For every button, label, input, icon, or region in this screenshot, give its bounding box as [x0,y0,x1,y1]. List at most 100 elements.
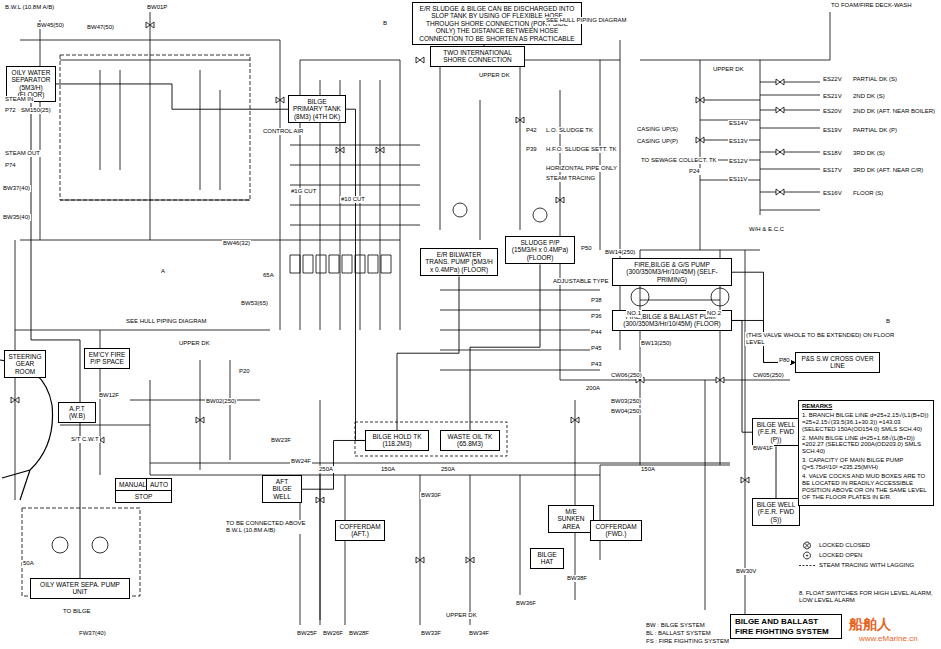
cofferdam-box: COFFERDAM (AFT.) [335,520,385,541]
node-heading: EM'CY FIRE P/P SPACE [88,351,126,366]
node-heading: OILY WATER SEPA. PUMP UNIT [34,581,126,596]
pipe-label: HORIZONTAL PIPE ONLY [545,165,618,172]
tank-box: A.P.T (W.B) [58,402,96,423]
pipe-label: 65A [262,272,275,279]
pipe-connector [31,102,80,578]
pipe-label: BW30F [420,492,442,499]
pipe-label: ES12V [728,158,749,165]
separator-outline [60,55,250,200]
pipe-label: 2ND DK (AFT. NEAR BOILER) [852,108,938,115]
pipe-label: B [382,20,388,27]
pipe-label: P72 [4,107,17,114]
pump-symbol [52,537,68,553]
node-heading: FIRE,BILGE & G/S PUMP (300/350M3/Hr/10/4… [616,261,728,283]
pipe-label: NO.2 [706,310,722,317]
legend-sample-shape [804,542,811,549]
node-heading: TWO INTERNATIONAL SHORE CONNECTION [434,49,521,64]
valve-symbols [11,22,784,563]
pipe-label: BL : BALLAST SYSTEM [645,630,712,637]
pipe-connector [346,109,365,440]
pipe-label: ES22V [822,76,843,83]
diagram-title: BILGE AND BALLAST FIRE FIGHTING SYSTEM [735,617,837,636]
pipe-label: 8. FLOAT SWITCHES FOR HIGH LEVEL ALARM, … [798,590,936,604]
legend-row: LOCKED CLOSED [798,540,934,550]
pipe-label: 150A [380,466,396,473]
pipe-connector [56,84,288,109]
pipe-label: BW35(40) [2,214,31,221]
pump-symbol [533,208,547,222]
pipe-label: P74 [4,162,17,169]
legend-text: STEAM TRACING WITH LAGGING [819,562,914,569]
node-text: 2. MAIN BILGE LINE d=25+1.68√(L(B+D)) =2… [802,435,930,456]
pipe-label: BW53(65) [240,300,269,307]
pipe-label: BW46(32) [222,240,251,247]
room-box: STEERING GEAR ROOM [4,350,46,378]
pipe-label: #1G CUT [290,188,317,195]
pipe-label: CASING UP(P) [636,138,679,145]
pump-box: E/R BILWATER TRANS. PUMP (5M3/H x 0.4MPa… [420,248,498,276]
pipe-connector [776,446,777,498]
node-heading: BILGE HOLD TK (118.2M3) [369,433,425,448]
pipe-label: BW14(250) [604,249,636,256]
node-heading: OILY WATER SEPARATOR (5M3/H) (FLOOR) [10,69,52,99]
pipe-label: UPPER DK [178,340,211,347]
node-text: 1. BRANCH BILGE LINE d=25+2.15√(L1(B+D))… [802,412,930,433]
pipe-label: 3RD DK (AFT. NEAR C/R) [852,167,938,174]
pipe-label: CONTROL AIR [262,128,304,135]
node-heading: E/R BILWATER TRANS. PUMP (5M3/H x 0.4MPa… [424,251,494,273]
pipe-label: BW25F [296,630,318,637]
pump-symbol [711,288,729,306]
node-heading: REMARKS [802,403,930,410]
pipe-label: ES19V [822,127,843,134]
pipe-label: BW36F [515,600,537,607]
hull-outline [0,360,53,500]
pipe-label: P39 [525,146,538,153]
tank-box: BILGE HOLD TK (118.2M3) [365,430,429,451]
cofferdam-box: COFFERDAM (FWD.) [590,520,642,541]
pipe-label: 50A [22,560,35,567]
pipe-label: BW02(250) [205,398,237,405]
pipe-label: BW26F [322,630,344,637]
legend: LOCKED CLOSED LOCKED OPEN STEAM TRACING WI… [798,540,934,570]
pipe-label: BW41F [752,445,774,452]
node-heading: STOP [119,493,168,500]
pipe-label: BW37(40) [2,185,31,192]
pipe-label: FLOOR (S) [852,190,884,197]
pipe-connector [732,272,795,362]
pipe-label: 250A [318,466,334,473]
control-cell: STOP [115,490,172,503]
pipe-label: FS : FIRE FIGHTING SYSTEM [645,638,730,645]
area-box: M/E SUNKEN AREA [548,505,594,533]
pipe-label: BW03(250) [610,398,642,405]
pipe-label: BW38F [566,575,588,582]
node-heading: BILGE WELL (F.E.R. FWD (S)) [756,501,796,523]
legend-text: LOCKED OPEN [819,552,862,559]
bilge-well-box: AFT BILGE WELL [262,475,302,503]
pipe-label: P20 [238,368,251,375]
pipe-label: BW23F [270,437,292,444]
node-heading: COFFERDAM (FWD.) [594,523,638,538]
pipe-label: BW34F [468,630,490,637]
pipe-label: SEE HULL PIPING DIAGRAM [125,318,207,325]
pipe-label: P44 [590,329,603,336]
tank-outline [355,422,507,456]
remarks-box: REMARKS 1. BRANCH BILGE LINE d=25+2.15√(L… [798,400,934,506]
pipe-label: P36 [590,313,603,320]
pipe-connector [397,276,459,430]
node-heading: WASTE OIL TK (65.8M3) [444,433,496,448]
title-block: BILGE AND BALLAST FIRE FIGHTING SYSTEM [730,614,842,639]
node-heading: SLUDGE P/P (15M3/H x 0.4MPa) (FLOOR) [509,239,571,261]
bilge-hat-box: BILGE HAT [530,548,564,569]
node-heading: COFFERDAM (AFT.) [339,523,381,538]
legend-row: STEAM TRACING WITH LAGGING [798,560,934,570]
pipe-label: BW04(250) [610,408,642,415]
pipe-label: UPPER DK [478,72,511,79]
pipe-label: H.F.O. SLUDGE SETT. TK [545,146,618,153]
tank-box: WASTE OIL TK (65.8M3) [440,430,500,451]
pipe-label: TO SEWAGE COLLECT. TK [640,157,718,164]
pipe-label: P24 [688,168,701,175]
pipe-label: P50 [580,245,593,252]
pipe-label: ES20V [822,108,843,115]
pipe-label: ES13V [728,138,749,145]
